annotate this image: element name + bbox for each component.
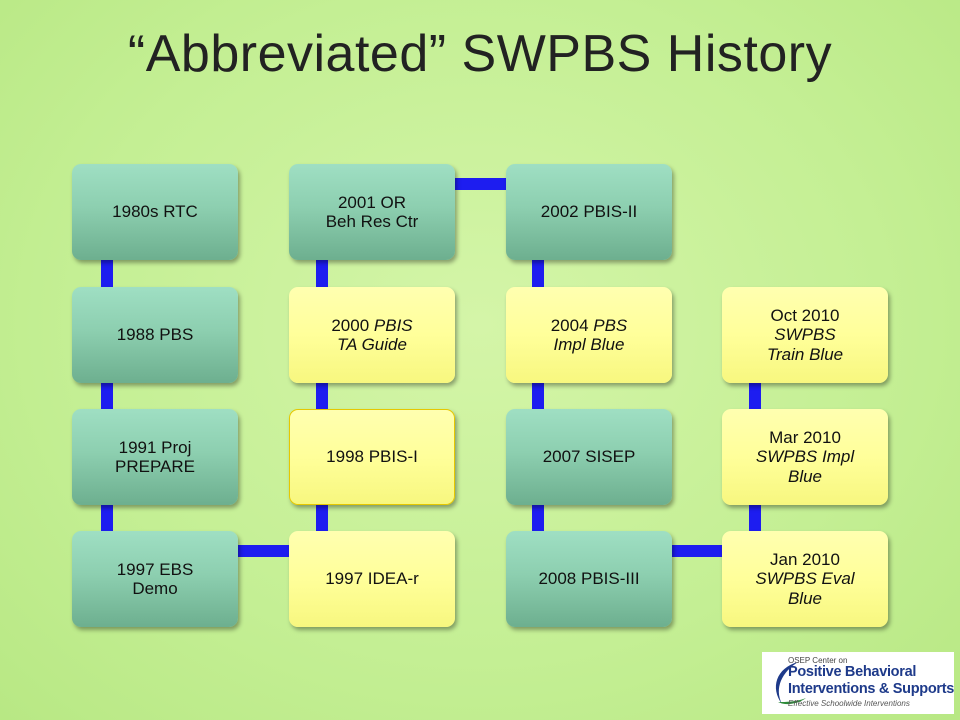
connector [749, 502, 761, 536]
timeline-node: Oct 2010 SWPBS Train Blue [722, 287, 888, 383]
timeline-node: 1980s RTC [72, 164, 238, 260]
timeline-node: 1997 EBS Demo [72, 531, 238, 627]
timeline-node: 2000 PBIS TA Guide [289, 287, 455, 383]
timeline-node: 2002 PBIS-II [506, 164, 672, 260]
connector [101, 256, 113, 292]
timeline-node: 2004 PBS Impl Blue [506, 287, 672, 383]
pbis-logo: OSEP Center on Positive Behavioral Inter… [762, 652, 954, 714]
connector [316, 380, 328, 414]
timeline-node: 1988 PBS [72, 287, 238, 383]
connector [532, 502, 544, 536]
timeline-node: 1997 IDEA-r [289, 531, 455, 627]
timeline-node: Mar 2010 SWPBS Impl Blue [722, 409, 888, 505]
timeline-node: 1991 Proj PREPARE [72, 409, 238, 505]
logo-line-3: Interventions & Supports [788, 681, 955, 697]
logo-line-2: Positive Behavioral [788, 664, 917, 680]
connector [452, 178, 512, 190]
logo-line-4: Effective Schoolwide Interventions [788, 699, 910, 708]
connector [316, 256, 328, 292]
swoosh-icon [775, 662, 806, 705]
connector [749, 380, 761, 414]
connector [234, 545, 294, 557]
timeline-node: 1998 PBIS-I [289, 409, 455, 505]
logo-line-1: OSEP Center on [788, 656, 848, 665]
connector [101, 502, 113, 536]
connector [668, 545, 728, 557]
connector [532, 256, 544, 292]
timeline-node: 2008 PBIS-III [506, 531, 672, 627]
timeline-node: 2001 OR Beh Res Ctr [289, 164, 455, 260]
connector [316, 502, 328, 536]
connector [532, 380, 544, 414]
connector [101, 380, 113, 414]
timeline-node: Jan 2010 SWPBS Eval Blue [722, 531, 888, 627]
timeline-node: 2007 SISEP [506, 409, 672, 505]
page-title: “Abbreviated” SWPBS History [127, 25, 833, 83]
